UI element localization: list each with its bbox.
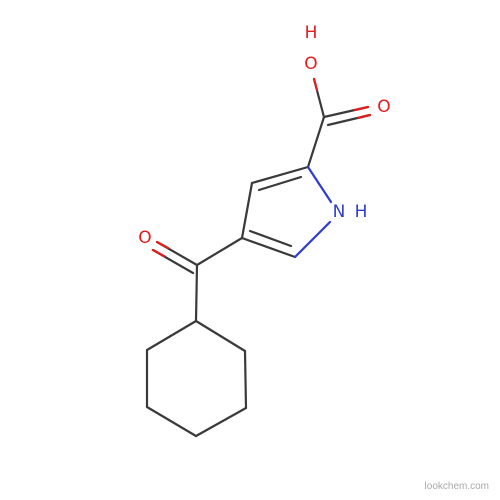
nitrogen-label: N bbox=[333, 202, 346, 222]
bond-carbonyl-cyclohexyl bbox=[194, 263, 199, 323]
bond-cy-3-4 bbox=[194, 406, 248, 438]
nh-hydrogen-label: H bbox=[355, 202, 368, 222]
bond-c-o-red-a bbox=[353, 105, 370, 112]
bond-carboxyl-ring bbox=[306, 115, 326, 169]
bond-cy-6-1 bbox=[145, 319, 198, 352]
bond-ring-c2-c3-inner bbox=[257, 175, 303, 192]
bond-c-o-red-b bbox=[356, 113, 372, 120]
oh-hydrogen-label: H bbox=[305, 23, 318, 43]
bond-ring-carbonyl bbox=[195, 236, 244, 267]
bond-ring-c4-c5-inner bbox=[248, 229, 293, 248]
watermark: lookchem.com bbox=[425, 481, 489, 492]
carboxyl-oxygen-label: O bbox=[377, 97, 390, 117]
bond-cy-2-3 bbox=[243, 349, 248, 410]
bond-ring-n-c2 bbox=[306, 165, 333, 204]
bond-ring-c3-c4 bbox=[240, 181, 254, 240]
atom-labels: H O O O N H bbox=[138, 23, 390, 248]
bond-cy-4-5 bbox=[145, 405, 198, 438]
bond-ring-c4-c5 bbox=[240, 236, 297, 259]
oh-oxygen-label: O bbox=[304, 54, 317, 74]
ketone-oxygen-label: O bbox=[138, 228, 151, 248]
bond-carbonyl-o-red-a bbox=[155, 240, 170, 250]
bond-ring-c5-n bbox=[293, 220, 332, 259]
bond-cy-1-2 bbox=[194, 319, 247, 353]
bond-carbonyl-o-red-b bbox=[151, 248, 166, 258]
bond-set bbox=[145, 77, 372, 438]
bond-ring-c2-c3 bbox=[250, 165, 310, 185]
bond-c-oh-red bbox=[312, 77, 319, 92]
